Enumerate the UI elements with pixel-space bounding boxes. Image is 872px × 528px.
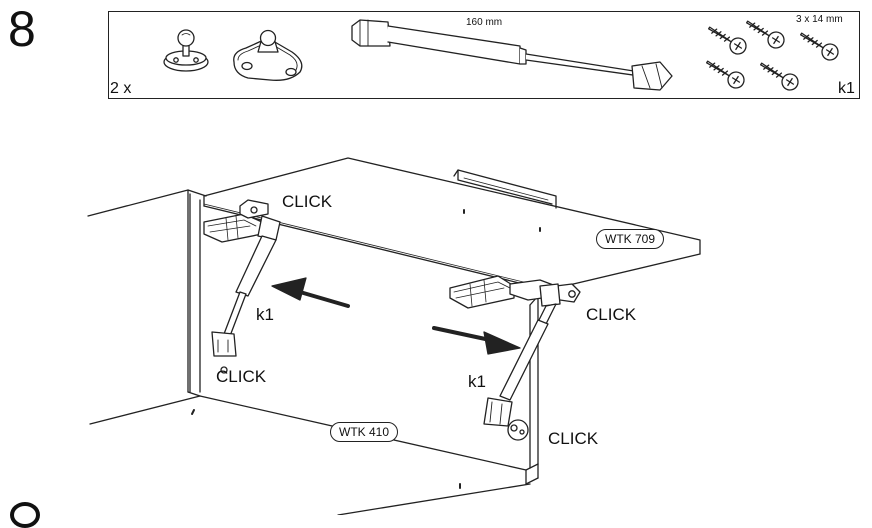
cabinet-bottom (89, 395, 539, 515)
panel-tag-wtk410: WTK 410 (330, 422, 399, 442)
assembly-drawing (87, 19, 839, 515)
piston-length-label: 160 mm (466, 17, 503, 28)
parts-quantity-right: k1 (838, 80, 855, 97)
screws-icon (705, 20, 839, 91)
left-hinge-fitting (203, 199, 269, 243)
arrow-left-icon (271, 277, 350, 308)
gas-piston-icon (351, 19, 673, 91)
ball-stud-icon (163, 29, 209, 72)
parts-quantity-left: 2 x (110, 80, 132, 97)
ball-bracket-icon (233, 29, 303, 81)
arrow-right-icon (432, 326, 521, 355)
cabinet-side-left (87, 189, 207, 397)
next-step-number-partial (10, 502, 40, 528)
piston-label-right: k1 (468, 372, 486, 391)
left-gas-piston (211, 215, 281, 374)
right-gas-piston (483, 283, 561, 427)
panel-tag-wtk709: WTK 709 (596, 229, 665, 249)
step-number: 8 (8, 1, 36, 57)
click-label-side-stud: CLICK (548, 429, 599, 448)
piston-label-left: k1 (256, 305, 274, 324)
screw-size-label: 3 x 14 mm (796, 14, 843, 25)
parts-box (108, 11, 860, 99)
instruction-sheet: 8 (8, 1, 860, 528)
click-label-right-hinge: CLICK (586, 305, 637, 324)
side-ball-stud (507, 419, 529, 441)
click-label-bottom-left: CLICK (216, 367, 267, 386)
click-label-top-left: CLICK (282, 192, 333, 211)
